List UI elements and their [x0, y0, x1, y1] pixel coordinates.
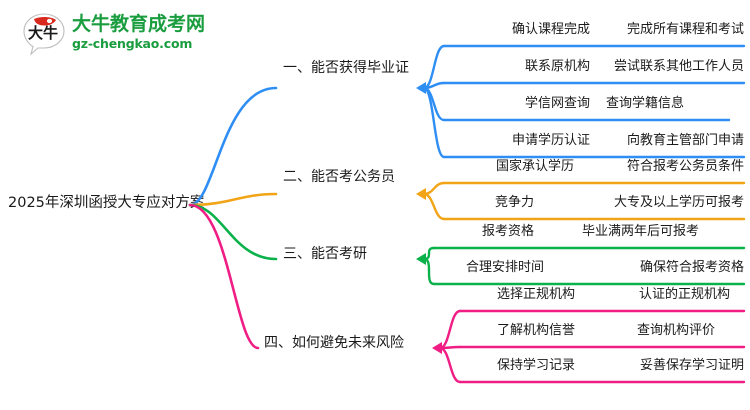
- leaf-key: 保持学习记录: [496, 358, 575, 373]
- leaf-row[interactable]: 确认课程完成 完成所有课程和考试: [444, 20, 744, 46]
- leaf-key: 报考资格: [481, 224, 534, 239]
- leaf-key: 申请学历认证: [511, 133, 590, 148]
- svg-text:大牛: 大牛: [28, 24, 58, 42]
- leaf-value: 尝试联系其他工作人员: [613, 59, 744, 74]
- daniu-logo-icon: 大牛: [23, 13, 65, 56]
- leaf-value: 查询学籍信息: [606, 96, 685, 111]
- leaf-row[interactable]: 合理安排时间 确保符合报考资格: [434, 258, 744, 284]
- leaf-row[interactable]: 了解机构信誉 查询机构评价: [460, 321, 744, 347]
- leaf-key: 国家承认学历: [495, 159, 574, 174]
- leaf-key: 确认课程完成: [511, 22, 590, 37]
- leaf-key: 了解机构信誉: [496, 323, 575, 338]
- leaf-value: 向教育主管部门申请: [626, 133, 744, 148]
- leaf-value: 完成所有课程和考试: [626, 22, 744, 37]
- leaf-value: 毕业满两年后可报考: [581, 224, 699, 239]
- leaf-value: 妥善保存学习证明: [639, 358, 744, 373]
- leaf-value: 确保符合报考资格: [639, 260, 744, 275]
- leaf-key: 选择正规机构: [496, 287, 575, 302]
- leaf-key: 合理安排时间: [465, 260, 544, 275]
- site-logo: 大牛 大牛教育成考网 gz-chengkao.com: [22, 12, 212, 58]
- branch-label-2[interactable]: 二、能否考公务员: [283, 169, 395, 185]
- leaf-row[interactable]: 申请学历认证 向教育主管部门申请: [444, 131, 744, 157]
- leaf-row[interactable]: 学信网查询 查询学籍信息: [444, 94, 729, 120]
- branch-label-3[interactable]: 三、能否考研: [283, 246, 367, 262]
- logo-name-en: gz-chengkao.com: [72, 36, 193, 51]
- mindmap-root-label: 2025年深圳函授大专应对方案: [8, 195, 205, 211]
- leaf-row[interactable]: 选择正规机构 认证的正规机构: [460, 285, 744, 311]
- logo-name-cn: 大牛教育成考网: [72, 13, 206, 35]
- leaf-row[interactable]: 联系原机构 尝试联系其他工作人员: [444, 57, 744, 83]
- leaf-key: 学信网查询: [524, 96, 590, 111]
- branch-label-4[interactable]: 四、如何避免未来风险: [264, 335, 404, 351]
- leaf-value: 大专及以上学历可报考: [613, 195, 744, 210]
- leaf-row[interactable]: 报考资格 毕业满两年后可报考: [434, 222, 744, 248]
- branch-label-1[interactable]: 一、能否获得毕业证: [283, 60, 409, 76]
- leaf-row[interactable]: 国家承认学历 符合报考公务员条件: [444, 157, 744, 183]
- leaf-key: 联系原机构: [524, 59, 590, 74]
- leaf-key: 竞争力: [494, 195, 534, 210]
- leaf-row[interactable]: 保持学习记录 妥善保存学习证明: [460, 356, 744, 382]
- leaf-row[interactable]: 竞争力 大专及以上学历可报考: [444, 193, 744, 219]
- leaf-value: 认证的正规机构: [638, 287, 730, 302]
- leaf-value: 查询机构评价: [636, 323, 715, 338]
- leaf-value: 符合报考公务员条件: [626, 159, 744, 174]
